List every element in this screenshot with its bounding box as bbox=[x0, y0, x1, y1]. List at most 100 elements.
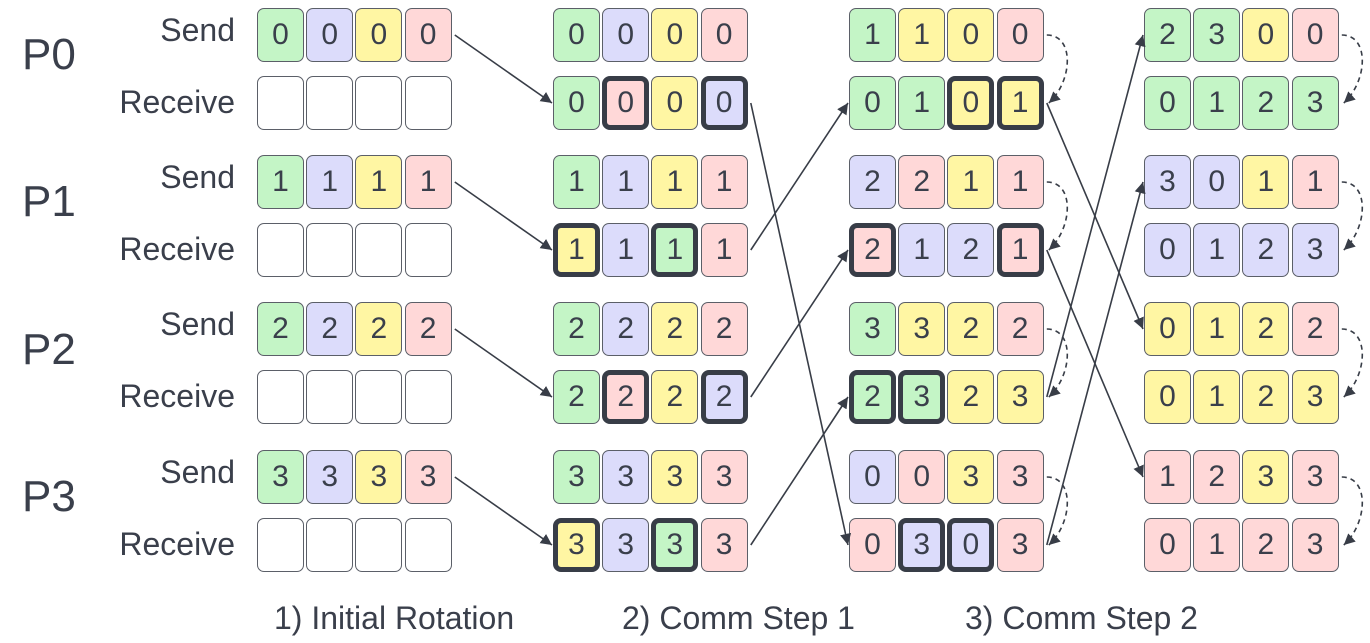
buffer-cell-recv bbox=[306, 370, 354, 424]
buffer-cell-recv bbox=[404, 76, 452, 130]
buffer-cell-send: 0 bbox=[602, 8, 650, 62]
buffer-cell-recv: 2 bbox=[700, 370, 748, 424]
buffer-cell-recv: 1 bbox=[700, 223, 748, 277]
buffer-cell-recv: 2 bbox=[849, 370, 896, 424]
transfer-arrow bbox=[750, 102, 849, 251]
buffer-cell-send: 1 bbox=[849, 8, 896, 62]
buffer-cell-send: 3 bbox=[602, 450, 650, 504]
buffer-cell-send: 3 bbox=[849, 302, 896, 356]
buffer-cell-recv: 1 bbox=[1193, 76, 1241, 130]
buffer-cell-recv: 0 bbox=[849, 518, 896, 572]
buffer-cell-send: 1 bbox=[700, 155, 748, 209]
buffer-cell-send: 0 bbox=[947, 8, 995, 62]
buffer-cell-send: 2 bbox=[257, 302, 304, 356]
dashed-local-copy-arrow bbox=[1046, 181, 1068, 251]
buffer-cell-recv: 0 bbox=[947, 518, 995, 572]
receive-label: Receive bbox=[119, 84, 235, 120]
buffer-cell-send: 2 bbox=[602, 302, 650, 356]
buffer-cell-recv: 0 bbox=[1144, 76, 1191, 130]
buffer-cell-recv: 3 bbox=[1291, 370, 1339, 424]
process-label-p0: P0 bbox=[22, 30, 76, 79]
buffer-cell-recv bbox=[257, 76, 304, 130]
transfer-arrow bbox=[1046, 102, 1144, 330]
buffer-cell-send: 1 bbox=[602, 155, 650, 209]
buffer-cell-send: 1 bbox=[1242, 155, 1290, 209]
buffer-cell-recv: 1 bbox=[1193, 223, 1241, 277]
buffer-cell-recv bbox=[257, 223, 304, 277]
buffer-cell-send: 0 bbox=[849, 450, 896, 504]
buffer-cell-recv: 0 bbox=[700, 76, 748, 130]
buffer-cell-send: 3 bbox=[700, 450, 748, 504]
buffer-cell-send: 1 bbox=[947, 155, 995, 209]
buffer-cell-recv: 1 bbox=[602, 223, 650, 277]
buffer-cell-recv: 1 bbox=[1193, 518, 1241, 572]
buffer-cell-send: 0 bbox=[898, 450, 946, 504]
buffer-cell-send: 3 bbox=[404, 450, 452, 504]
buffer-cell-recv bbox=[306, 76, 354, 130]
buffer-cell-recv: 3 bbox=[1291, 76, 1339, 130]
buffer-cell-send: 0 bbox=[1291, 8, 1339, 62]
transfer-arrow bbox=[1046, 34, 1146, 398]
buffer-cell-recv: 3 bbox=[898, 370, 946, 424]
buffer-cell-send: 3 bbox=[1144, 155, 1191, 209]
dashed-local-copy-arrow bbox=[1046, 476, 1068, 546]
buffer-cell-send: 2 bbox=[306, 302, 354, 356]
buffer-cell-send: 0 bbox=[996, 8, 1044, 62]
buffer-cell-recv bbox=[355, 370, 403, 424]
buffer-cell-send: 1 bbox=[306, 155, 354, 209]
buffer-cell-send: 2 bbox=[553, 302, 600, 356]
buffer-cell-recv: 2 bbox=[947, 370, 995, 424]
buffer-cell-recv: 2 bbox=[651, 370, 699, 424]
buffer-cell-recv: 3 bbox=[700, 518, 748, 572]
dashed-local-copy-arrow bbox=[1341, 476, 1363, 546]
buffer-cell-send: 2 bbox=[404, 302, 452, 356]
buffer-cell-recv bbox=[355, 223, 403, 277]
buffer-cell-send: 0 bbox=[355, 8, 403, 62]
buffer-cell-send: 2 bbox=[1291, 302, 1339, 356]
buffer-cell-send: 3 bbox=[355, 450, 403, 504]
dashed-local-copy-arrow bbox=[1046, 34, 1068, 104]
buffer-cell-send: 2 bbox=[1193, 450, 1241, 504]
transfer-arrow bbox=[454, 181, 553, 251]
buffer-cell-send: 0 bbox=[1242, 8, 1290, 62]
buffer-cell-recv: 2 bbox=[947, 223, 995, 277]
buffer-cell-send: 0 bbox=[306, 8, 354, 62]
buffer-cell-send: 2 bbox=[898, 155, 946, 209]
dashed-local-copy-arrow bbox=[1341, 328, 1363, 398]
buffer-cell-recv: 2 bbox=[1242, 223, 1290, 277]
buffer-cell-recv: 3 bbox=[898, 518, 946, 572]
transfer-arrow bbox=[454, 476, 553, 546]
step-label-comm-step-1: 2) Comm Step 1 bbox=[622, 600, 855, 636]
transfer-arrow bbox=[1046, 181, 1146, 546]
buffer-cell-send: 1 bbox=[355, 155, 403, 209]
transfer-arrow bbox=[750, 396, 849, 546]
buffer-cell-send: 3 bbox=[1242, 450, 1290, 504]
dashed-local-copy-arrow bbox=[1341, 34, 1363, 104]
step-label-comm-step-2: 3) Comm Step 2 bbox=[965, 600, 1198, 636]
buffer-cell-send: 3 bbox=[947, 450, 995, 504]
buffer-cell-recv: 2 bbox=[849, 223, 896, 277]
buffer-cell-send: 0 bbox=[404, 8, 452, 62]
buffer-cell-send: 1 bbox=[1291, 155, 1339, 209]
buffer-cell-send: 1 bbox=[1193, 302, 1241, 356]
step-label-initial-rotation: 1) Initial Rotation bbox=[274, 600, 515, 636]
transfer-arrow bbox=[750, 102, 852, 546]
transfer-arrow bbox=[1046, 249, 1144, 478]
buffer-cell-send: 0 bbox=[700, 8, 748, 62]
buffer-cell-recv: 2 bbox=[1242, 518, 1290, 572]
buffer-cell-recv bbox=[404, 223, 452, 277]
buffer-cell-send: 2 bbox=[996, 302, 1044, 356]
buffer-cell-recv: 2 bbox=[1242, 76, 1290, 130]
buffer-cell-recv: 3 bbox=[996, 518, 1044, 572]
send-label: Send bbox=[160, 159, 235, 195]
buffer-cell-recv bbox=[257, 370, 304, 424]
buffer-cell-send: 2 bbox=[849, 155, 896, 209]
buffer-cell-send: 2 bbox=[355, 302, 403, 356]
buffer-cell-send: 3 bbox=[306, 450, 354, 504]
buffer-cell-send: 2 bbox=[1242, 302, 1290, 356]
buffer-cell-send: 3 bbox=[898, 302, 946, 356]
transfer-arrow bbox=[454, 34, 553, 104]
transfer-arrow bbox=[454, 328, 553, 398]
buffer-cell-recv: 3 bbox=[553, 518, 600, 572]
buffer-cell-send: 2 bbox=[1144, 8, 1191, 62]
